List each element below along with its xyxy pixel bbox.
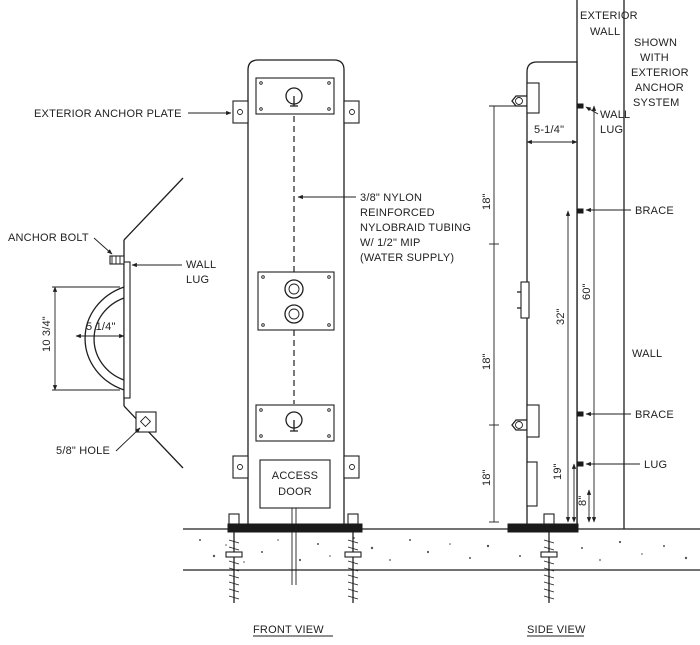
tubing-label-line1: 3/8" NYLON xyxy=(360,192,422,204)
anchor-bolt-right xyxy=(344,513,362,603)
front-base-plate xyxy=(227,523,363,533)
side-view: 18" 18" 18" 5-1/4" 32" 60" 19" 8" EXTERI… xyxy=(481,0,689,637)
shown-with-label-2: WITH xyxy=(640,52,669,64)
brace-bottom-label: BRACE xyxy=(635,409,674,421)
side-push-button-housing xyxy=(520,281,530,319)
wall-lug-top xyxy=(576,103,584,109)
side-top-fixture-plate xyxy=(526,82,540,114)
middle-control-plate xyxy=(257,271,335,331)
lug-mark xyxy=(576,461,584,467)
anchor-plate-ear-bottom-right xyxy=(343,455,360,479)
anchor-plate-ear-bottom-left xyxy=(232,455,249,479)
exterior-wall-label-2: WALL xyxy=(590,26,620,38)
access-label-line2: DOOR xyxy=(278,486,312,498)
access-door xyxy=(259,459,331,509)
dim-5-1-4-right-label: 5-1/4" xyxy=(534,124,564,136)
anchor-plate-ear-top-left xyxy=(232,100,249,124)
side-view-title: SIDE VIEW xyxy=(527,624,586,636)
concrete-slab xyxy=(183,528,700,571)
anchor-plate-ear-top-right xyxy=(343,100,360,124)
brace-top-label: BRACE xyxy=(635,205,674,217)
shown-with-label-3: EXTERIOR xyxy=(631,67,689,79)
dim-10-3-4-label: 10 3/4" xyxy=(41,316,53,352)
dim-5-1-4-left-label: 5 1/4" xyxy=(86,321,116,333)
dim-32-label: 32" xyxy=(555,308,567,325)
side-access-door-edge xyxy=(526,461,538,507)
lower-ear-plate xyxy=(135,411,157,433)
dim-18-a-label: 18" xyxy=(481,193,493,210)
wall-lug-plate xyxy=(123,261,131,399)
anchor-detail: 10 3/4" 5 1/4" ANCHOR BOLT WALL LUG 5/8"… xyxy=(8,177,216,469)
tubing-label-line2: REINFORCED xyxy=(360,207,435,219)
anchor-bolt-left xyxy=(225,513,243,603)
wall-lug-right-label-1: WALL xyxy=(600,109,630,121)
brace-top-mark xyxy=(576,208,584,214)
shown-with-label-1: SHOWN xyxy=(634,37,677,49)
access-label-line1: ACCESS xyxy=(272,470,318,482)
anchor-ring xyxy=(84,286,125,391)
lug-label: LUG xyxy=(644,459,667,471)
wall-lug-left-label-2: LUG xyxy=(186,274,209,286)
brace-bottom-mark xyxy=(576,411,584,417)
shown-with-label-4: ANCHOR xyxy=(635,82,684,94)
push-button-lower-icon xyxy=(284,304,304,324)
front-view: ACCESS DOOR EXTERIOR ANCHOR PLATE 3/8" N… xyxy=(34,59,471,637)
anchor-bolt-label: ANCHOR BOLT xyxy=(8,232,89,244)
exterior-anchor-plate-label: EXTERIOR ANCHOR PLATE xyxy=(34,108,182,120)
bottom-fixture-plate xyxy=(255,404,335,442)
exterior-wall-label-1: EXTERIOR xyxy=(580,10,638,22)
dim-18-c-label: 18" xyxy=(481,469,493,486)
dim-60-label: 60" xyxy=(581,283,593,300)
tubing-label-line5: (WATER SUPPLY) xyxy=(360,252,454,264)
side-bottom-fixture-plate xyxy=(526,404,540,438)
wall-lug-right-label-2: LUG xyxy=(600,124,623,136)
top-fixture-plate xyxy=(255,77,335,115)
wall-lug-left-label-1: WALL xyxy=(186,259,216,271)
dim-18-b-label: 18" xyxy=(481,353,493,370)
hole-label: 5/8" HOLE xyxy=(56,445,110,457)
side-top-bubbler-icon xyxy=(511,95,527,107)
side-bottom-bubbler-icon xyxy=(511,419,527,431)
dim-8-label: 8" xyxy=(577,496,589,506)
wall-label: WALL xyxy=(632,348,662,360)
shown-with-label-5: SYSTEM xyxy=(633,97,679,109)
tubing-label-line3: NYLOBRAID TUBING xyxy=(360,222,471,234)
tubing-label-line4: W/ 1/2" MIP xyxy=(360,237,421,249)
side-anchor-bolt xyxy=(540,513,558,603)
anchor-bolt-head-icon xyxy=(109,255,125,265)
push-button-upper-icon xyxy=(284,279,304,299)
front-view-title: FRONT VIEW xyxy=(253,624,324,636)
dim-19-label: 19" xyxy=(552,463,564,480)
side-base-plate xyxy=(507,523,579,533)
